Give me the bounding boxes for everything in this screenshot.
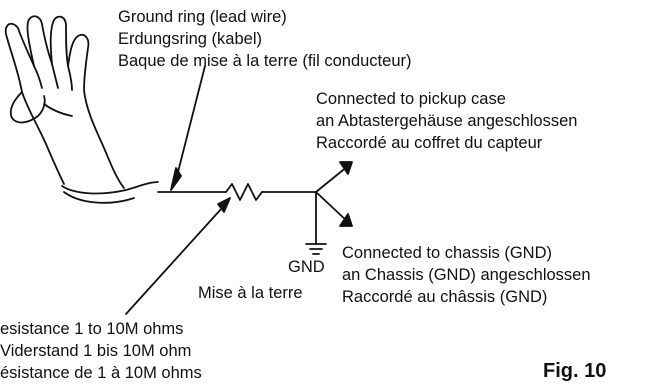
chassis-english: Connected to chassis (GND) <box>342 244 552 262</box>
resistance-german: Viderstand 1 bis 10M ohm <box>0 342 192 360</box>
resistance-french: ésistance de 1 à 10M ohms <box>0 364 202 382</box>
ground-ring-english: Ground ring (lead wire) <box>118 8 287 26</box>
chassis-labels: Connected to chassis (GND) an Chassis (G… <box>342 242 591 308</box>
pickup-case-labels: Connected to pickup case an Abtastergehä… <box>316 88 577 154</box>
pickup-case-german: an Abtastergehäuse angeschlossen <box>316 112 578 130</box>
pickup-case-branch <box>315 161 353 193</box>
pickup-case-french: Raccordé au coffret du capteur <box>316 134 543 152</box>
gnd-french-label: Mise à la terre <box>198 284 303 302</box>
ground-ring-french: Baque de mise à la terre (fil conducteur… <box>118 52 412 70</box>
ground-ring-german: Erdungsring (kabel) <box>118 30 262 48</box>
chassis-french: Raccordé au châssis (GND) <box>342 288 548 306</box>
chassis-branch <box>315 191 353 227</box>
ground-ring-labels: Ground ring (lead wire) Erdungsring (kab… <box>118 6 411 72</box>
chassis-german: an Chassis (GND) angeschlossen <box>342 266 591 284</box>
hand-icon <box>4 15 159 204</box>
resistance-labels: esistance 1 to 10M ohms Viderstand 1 bis… <box>0 318 202 384</box>
ground-symbol-icon <box>305 243 327 255</box>
pickup-case-english: Connected to pickup case <box>316 90 506 108</box>
resistance-english: esistance 1 to 10M ohms <box>0 320 184 338</box>
resistor-symbol-icon <box>225 183 263 201</box>
figure-label: Fig. 10 <box>543 360 607 382</box>
resistance-pointer-arrow-icon <box>125 197 231 315</box>
ground-ring-pointer-arrow-icon <box>170 65 206 191</box>
gnd-label: GND <box>288 258 325 276</box>
